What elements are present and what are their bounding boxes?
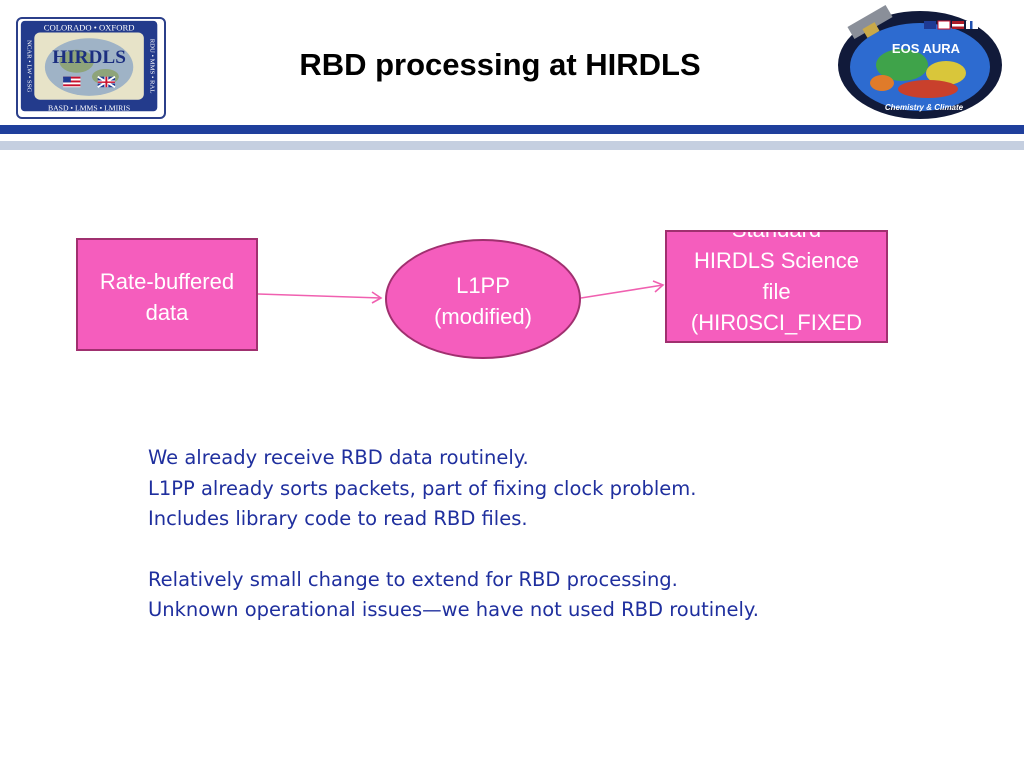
logo-ring-left: NCAR • LW • SSG: [26, 40, 33, 92]
hirdls-logo: COLORADO • OXFORD BASD • LMMS • LMIRIS N…: [16, 17, 166, 119]
hirdls-logo-graphic: COLORADO • OXFORD BASD • LMMS • LMIRIS N…: [20, 20, 158, 112]
header-divider-light: [0, 141, 1024, 150]
slide-title: RBD processing at HIRDLS: [299, 47, 701, 82]
flag-icons: [924, 20, 978, 30]
node-std-line-2: HIRDLS Science: [693, 248, 860, 273]
node-l1pp: L1PP (modified): [385, 239, 581, 359]
node-std-line-5: ): [667, 338, 886, 341]
arrow-rbd-to-l1pp: [257, 293, 382, 299]
logo-ring-top: COLORADO • OXFORD: [44, 23, 135, 33]
arrow-head-rbd-to-l1pp: [371, 291, 383, 304]
node-rbd-line-2: data: [145, 300, 189, 325]
note-line: We already receive RBD data routinely.: [148, 446, 529, 469]
logo-ring-right: RDU • MMS • RAL: [149, 39, 156, 94]
eos-aura-logo: EOS AURA Chemistry & Climate: [820, 3, 1005, 123]
note-line: L1PP already sorts packets, part of fixi…: [148, 476, 697, 500]
node-rbd-line-1: Rate-buffered: [99, 269, 235, 294]
arrow-l1pp-to-std: [580, 284, 664, 299]
logo-ring-bottom: BASD • LMMS • LMIRIS: [48, 103, 130, 112]
eos-aura-tagline: Chemistry & Climate: [885, 103, 964, 112]
arrow-head-l1pp-to-std: [652, 280, 665, 293]
logo-center-text: HIRDLS: [52, 47, 126, 68]
node-rate-buffered-data: Rate-buffered data: [76, 238, 258, 351]
node-std-line-3: file: [762, 279, 791, 304]
us-flag-icon: [63, 76, 81, 88]
node-std-line-1: Standard: [667, 232, 886, 245]
header-divider-dark: [0, 125, 1024, 134]
satellite-icon: [847, 4, 893, 40]
node-standard-science-file: Standard HIRDLS Science file (HIR0SCI_FI…: [665, 230, 888, 343]
node-std-line-4: (HIR0SCI_FIXED: [690, 310, 863, 335]
node-l1pp-line-2: (modified): [434, 304, 532, 329]
notes-text: We already receive RBD data routinely. L…: [148, 443, 908, 626]
note-line: Relatively small change to extend for RB…: [148, 567, 678, 591]
eos-aura-label: EOS AURA: [892, 41, 961, 56]
note-spacer: [148, 535, 908, 565]
node-l1pp-line-1: L1PP: [456, 273, 510, 298]
note-line: Includes library code to read RBD files.: [148, 507, 528, 530]
uk-flag-icon: [97, 75, 116, 89]
eos-aura-logo-graphic: EOS AURA Chemistry & Climate: [838, 4, 1002, 119]
note-line: Unknown operational issues—we have not u…: [148, 598, 759, 621]
